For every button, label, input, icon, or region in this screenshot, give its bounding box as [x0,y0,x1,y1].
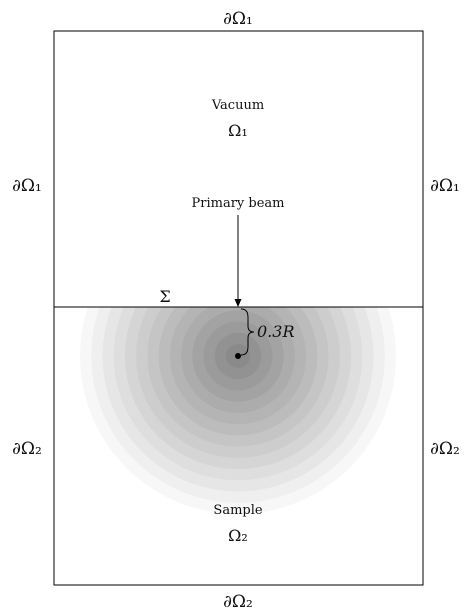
left-lower-boundary-label: ∂Ω₂ [12,439,42,459]
beam-arrowhead [234,299,242,307]
vacuum-symbol: Ω₁ [228,121,248,140]
domain-frame [53,30,424,586]
sample-title: Sample [213,503,262,518]
interaction-center-point [235,353,241,359]
depth-brace [240,308,255,356]
left-upper-boundary-label: ∂Ω₁ [12,176,42,196]
sample-symbol: Ω₂ [228,526,248,545]
depth-label: 0.3R [257,322,295,341]
right-lower-boundary-label: ∂Ω₂ [430,439,460,459]
right-upper-boundary-label: ∂Ω₁ [430,176,460,196]
top-boundary-label: ∂Ω₁ [223,9,253,29]
interaction-volume-shading [80,307,396,514]
vacuum-title: Vacuum [211,98,264,113]
primary-beam-label: Primary beam [192,196,285,211]
interface-label: Σ [159,287,170,306]
bottom-boundary-label: ∂Ω₂ [223,592,253,612]
